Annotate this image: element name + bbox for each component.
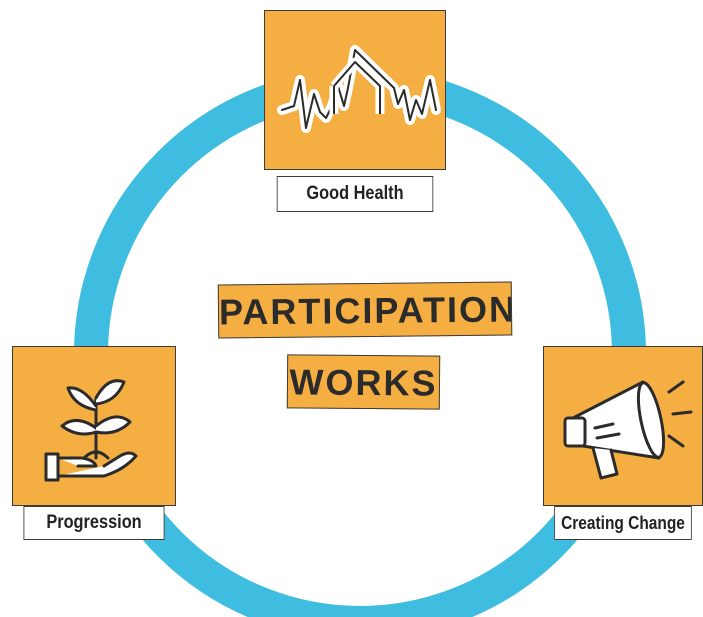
heartbeat-house-icon: [277, 45, 441, 133]
node-good-health: Good Health: [264, 10, 446, 212]
good-health-label: Good Health: [276, 176, 434, 212]
node-creating-change: Creating Change: [543, 346, 703, 540]
node-progression: Progression: [12, 346, 176, 540]
megaphone-icon: [563, 380, 693, 480]
creating-change-label: Creating Change: [554, 506, 692, 540]
center-title-line-1: PARTICIPATION: [217, 281, 513, 339]
hand-with-plant-icon: [44, 379, 138, 482]
progression-label: Progression: [23, 506, 165, 540]
center-title-line-2: WORKS: [286, 354, 441, 410]
